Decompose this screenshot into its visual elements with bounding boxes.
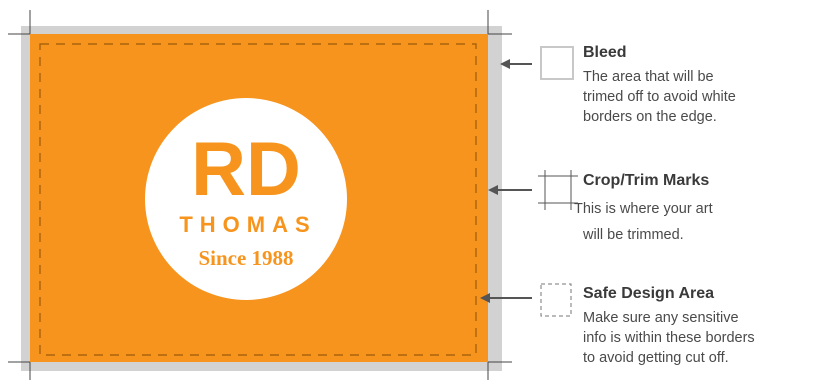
bleed-description: The area that will be trimed off to avoi…: [583, 67, 736, 127]
crop-line-1: This is where your art: [574, 201, 713, 217]
bleed-line-1: The area that will be: [583, 69, 714, 85]
bleed-legend-icon: [540, 46, 574, 80]
safe-description: Make sure any sensitive info is within t…: [583, 308, 755, 368]
crop-arrow: [488, 185, 532, 195]
bleed-line-2: trimed off to avoid white: [583, 89, 736, 105]
safe-area-border: [39, 43, 477, 356]
logo-name: THOMAS: [179, 212, 316, 237]
safe-line-1: Make sure any sensitive: [583, 310, 739, 326]
crop-description: This is where your art will be trimmed.: [574, 196, 713, 248]
safe-arrow: [480, 293, 532, 303]
safe-line-3: to avoid getting cut off.: [583, 350, 729, 366]
safe-title: Safe Design Area: [583, 285, 715, 302]
bleed-line-3: borders on the edge.: [583, 109, 717, 125]
crop-marks: [8, 10, 512, 380]
crop-legend-icon: [538, 170, 578, 210]
logo-tagline: Since 1988: [198, 246, 293, 270]
bleed-arrow: [500, 59, 532, 69]
logo-monogram: RD: [191, 127, 301, 212]
logo-circle: [145, 98, 347, 300]
safe-legend-icon: [540, 283, 572, 317]
safe-line-2: info is within these borders: [583, 330, 755, 346]
crop-title: Crop/Trim Marks: [583, 172, 710, 189]
bleed-title: Bleed: [583, 44, 627, 61]
crop-line-2: will be trimmed.: [583, 227, 684, 243]
